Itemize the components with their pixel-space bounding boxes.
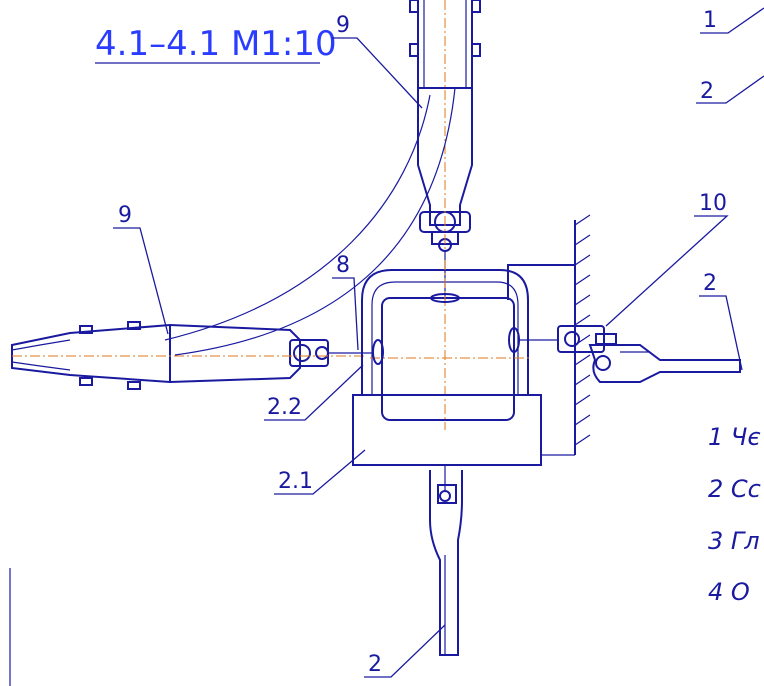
callout-9-left: 9	[113, 203, 169, 335]
note-4: 4 О	[708, 578, 750, 606]
svg-text:2: 2	[700, 79, 714, 104]
base-block	[352, 394, 542, 466]
cable-upper	[164, 94, 431, 341]
clamp-body	[361, 260, 530, 430]
svg-text:9: 9	[118, 203, 132, 228]
callout-8: 8	[332, 253, 359, 351]
svg-text:2: 2	[368, 652, 382, 677]
callout-10: 10	[605, 191, 729, 327]
bottom-fitting	[429, 465, 463, 656]
svg-text:8: 8	[336, 253, 350, 278]
svg-text:9: 9	[336, 13, 350, 38]
callout-2-1: 2.1	[274, 449, 366, 495]
svg-text:2.2: 2.2	[267, 395, 302, 420]
note-3: 3 Гл	[708, 527, 760, 555]
callout-1: 1	[700, 7, 764, 34]
svg-text:10: 10	[699, 191, 727, 216]
section-title: 4.1–4.1 M1:10	[95, 24, 337, 64]
right-fitting	[518, 325, 741, 383]
note-1: 1 Чє	[708, 423, 761, 451]
callout-2-2: 2.2	[264, 364, 364, 421]
callout-2-bottom: 2	[364, 624, 446, 678]
callout-2-right: 2	[699, 271, 743, 371]
svg-text:2.1: 2.1	[278, 469, 313, 494]
callout-9-top: 9	[332, 13, 423, 109]
callout-2-top: 2	[696, 75, 764, 104]
svg-text:1: 1	[703, 8, 717, 33]
cable-lower	[174, 87, 456, 356]
wall-bracket	[507, 214, 591, 455]
svg-text:2: 2	[703, 271, 717, 296]
note-2: 2 Сс	[708, 475, 761, 503]
left-fitting	[11, 321, 372, 390]
upper-fitting	[409, 0, 481, 300]
